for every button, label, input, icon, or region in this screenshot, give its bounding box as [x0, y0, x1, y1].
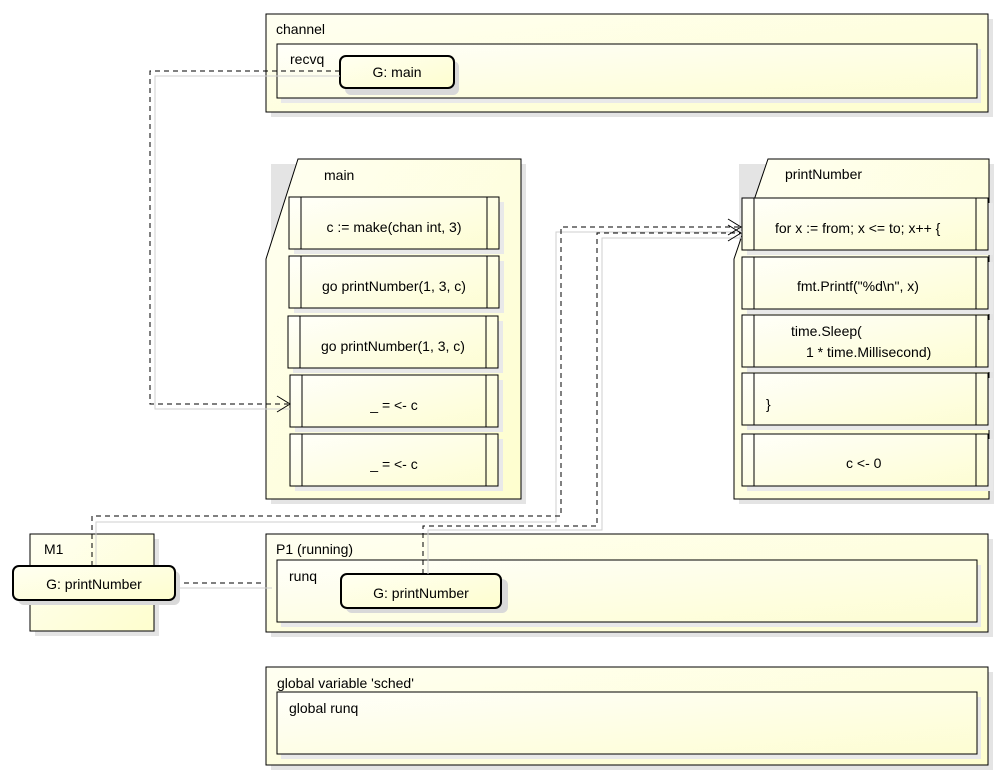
connector-guides — [95, 75, 742, 589]
sched-title: global variable 'sched' — [277, 675, 414, 691]
m1-title: M1 — [44, 541, 64, 557]
recvq-goroutine-label: G: main — [372, 64, 422, 80]
m1-goroutine-box — [12, 565, 180, 605]
printnumber-statement: for x := from; x <= to; x++ { — [775, 220, 941, 236]
m1-goroutine-label: G: printNumber — [46, 576, 142, 592]
main-statements — [287, 196, 504, 491]
main-statement: c := make(chan int, 3) — [326, 219, 462, 235]
sched-box — [265, 666, 993, 770]
printnumber-statements — [741, 197, 993, 491]
printnumber-statement: 1 * time.Millisecond) — [806, 344, 932, 360]
printnumber-function-title: printNumber — [785, 166, 863, 182]
printnumber-statement: time.Sleep( — [791, 323, 862, 339]
connector-arrows — [91, 70, 740, 584]
recvq-label: recvq — [290, 51, 325, 67]
printnumber-statement: } — [766, 396, 771, 412]
channel-title: channel — [276, 21, 326, 37]
printnumber-statement: c <- 0 — [846, 455, 882, 471]
global-runq-label: global runq — [289, 700, 359, 716]
main-statement: _ = <- c — [370, 456, 418, 472]
printnumber-statement: fmt.Printf("%d\n", x) — [797, 278, 919, 294]
main-statement: go printNumber(1, 3, c) — [322, 278, 466, 294]
arrowheads — [276, 218, 742, 413]
p1-runq-goroutine-box — [340, 573, 508, 613]
main-function-title: main — [324, 167, 355, 183]
runq-goroutine-label: G: printNumber — [373, 585, 469, 601]
recvq-goroutine-box — [339, 55, 459, 95]
main-statement: _ = <- c — [370, 397, 418, 413]
runq-label: runq — [289, 568, 318, 584]
p1-title: P1 (running) — [276, 541, 354, 557]
main-statement: go printNumber(1, 3, c) — [321, 338, 465, 354]
